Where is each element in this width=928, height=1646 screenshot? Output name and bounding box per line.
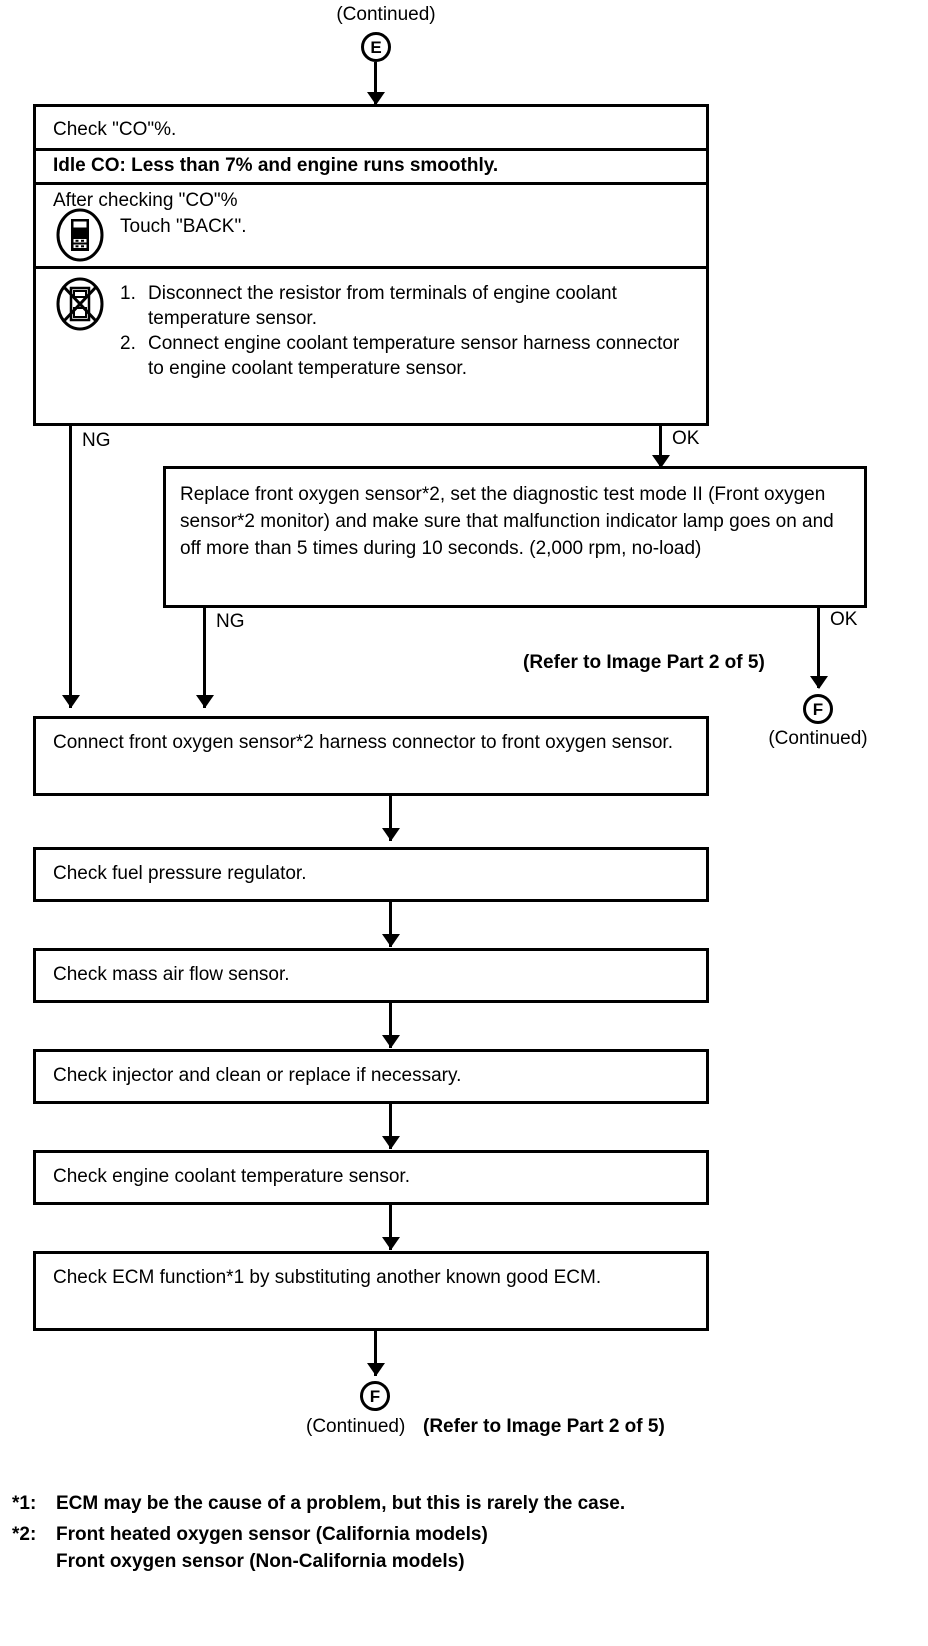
replace-ok-line <box>817 608 820 688</box>
main-box-ng-line <box>69 426 72 708</box>
replace-sensor-text: Replace front oxygen sensor*2, set the d… <box>180 484 840 559</box>
flow-arrow-2 <box>382 934 400 947</box>
connector-circle-e: E <box>361 32 391 62</box>
consult-tool-disabled-icon <box>56 277 104 331</box>
replace-sensor-box <box>163 466 867 608</box>
replace-ng-label: NG <box>216 611 245 632</box>
step-text-check-mass-air-flow-sensor: Check mass air flow sensor. <box>53 964 290 985</box>
main-box-ok-label: OK <box>672 428 700 449</box>
step-number: 1. <box>120 283 136 304</box>
step-number: 2. <box>120 333 136 354</box>
flow-arrow-1 <box>382 828 400 841</box>
step-text-check-fuel-pressure-regulator: Check fuel pressure regulator. <box>53 863 307 884</box>
connector-e-line <box>374 62 377 105</box>
step-box-check-ecm-function <box>33 1251 709 1331</box>
main-box-divider-1 <box>36 148 706 151</box>
main-box-ng-arrow <box>62 695 80 708</box>
numbered-step: 2. Connect engine coolant temperature se… <box>120 331 695 381</box>
step-box-check-fuel-pressure-regulator <box>33 847 709 902</box>
step-box-check-mass-air-flow-sensor <box>33 948 709 1003</box>
flow-line-2 <box>389 902 392 947</box>
flow-arrow-4 <box>382 1136 400 1149</box>
main-procedure-box <box>33 104 709 426</box>
flow-arrow-6 <box>367 1363 385 1376</box>
footnote-2-mark: *2: <box>12 1524 37 1545</box>
connector-circle-f-right: F <box>803 694 833 724</box>
main-box-divider-3 <box>36 266 706 269</box>
flow-arrow-3 <box>382 1035 400 1048</box>
replace-ok-arrow <box>810 676 828 689</box>
flow-arrow-5 <box>382 1237 400 1250</box>
main-box-numbered-steps: 1. Disconnect the resistor from terminal… <box>120 281 695 381</box>
main-box-ng-label: NG <box>82 430 111 451</box>
step-box-check-engine-coolant-temp-sensor <box>33 1150 709 1205</box>
flow-line-4 <box>389 1104 392 1149</box>
flow-line-3 <box>389 1003 392 1048</box>
step-text-check-engine-coolant-temp-sensor: Check engine coolant temperature sensor. <box>53 1166 410 1187</box>
main-box-row-idle-co: Idle CO: Less than 7% and engine runs sm… <box>53 155 499 176</box>
main-box-divider-2 <box>36 182 706 185</box>
main-box-row-touch-back: Touch "BACK". <box>120 216 247 237</box>
replace-refer-note: (Refer to Image Part 2 of 5) <box>523 652 765 673</box>
replace-ng-arrow <box>196 695 214 708</box>
step-text-check-injector: Check injector and clean or replace if n… <box>53 1065 462 1086</box>
bottom-refer-note: (Refer to Image Part 2 of 5) <box>423 1416 665 1437</box>
replace-ok-label: OK <box>830 609 858 630</box>
footnote-1-mark: *1: <box>12 1493 37 1514</box>
consult-tool-icon <box>56 208 104 262</box>
step-text-connect-front-oxygen: Connect front oxygen sensor*2 harness co… <box>53 732 673 753</box>
footnote-1: *1: ECM may be the cause of a problem, b… <box>12 1490 712 1517</box>
main-box-ok-line <box>659 426 662 468</box>
footnote-1-text: ECM may be the cause of a problem, but t… <box>56 1493 626 1514</box>
footnotes-block: *1: ECM may be the cause of a problem, b… <box>12 1490 712 1575</box>
main-box-row-check-co: Check "CO"%. <box>53 119 177 140</box>
replace-continued-label: (Continued) <box>768 728 868 749</box>
main-box-row-after-check: After checking "CO"% <box>53 190 238 211</box>
connector-e-arrow <box>367 92 385 105</box>
connector-circle-f-bottom: F <box>360 1381 390 1411</box>
replace-ng-line <box>203 608 206 708</box>
flow-line-6 <box>374 1331 377 1376</box>
flow-line-5 <box>389 1205 392 1250</box>
top-continued-label: (Continued) <box>336 4 436 25</box>
footnote-2: *2: Front heated oxygen sensor (Californ… <box>12 1521 712 1575</box>
step-text: Connect engine coolant temperature senso… <box>148 333 680 379</box>
footnote-2-text: Front heated oxygen sensor (California m… <box>56 1524 488 1572</box>
step-box-check-injector <box>33 1049 709 1104</box>
numbered-step: 1. Disconnect the resistor from terminal… <box>120 281 695 331</box>
step-text-check-ecm-function: Check ECM function*1 by substituting ano… <box>53 1267 602 1288</box>
step-box-connect-front-oxygen <box>33 716 709 796</box>
main-box-ok-arrow <box>652 455 670 468</box>
bottom-continued-label: (Continued) <box>306 1416 406 1437</box>
step-text: Disconnect the resistor from terminals o… <box>148 283 617 329</box>
flow-line-1 <box>389 796 392 841</box>
